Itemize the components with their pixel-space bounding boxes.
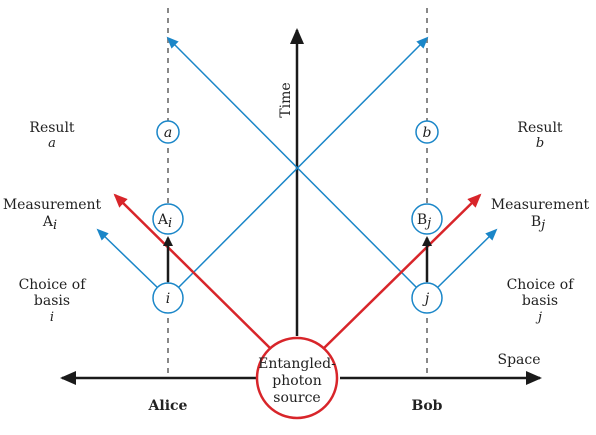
left-choice-label-line2: basis — [34, 293, 70, 309]
right-measurement-var: Bj — [531, 214, 545, 233]
source-label-line1: Entangled- — [258, 356, 336, 372]
right-choice-var: j — [535, 310, 542, 325]
photon-path-right — [321, 193, 482, 351]
bob-result-node — [415, 120, 439, 144]
bob-label: Bob — [412, 398, 443, 414]
left-measurement-label: Measurement — [3, 197, 102, 213]
right-result-var: b — [536, 136, 544, 151]
right-choice-label-line1: Choice of — [507, 277, 576, 293]
source-label-line3: source — [273, 390, 320, 406]
bob-measure-node — [411, 203, 443, 235]
alice-choice-node-label: i — [166, 291, 170, 307]
left-choice-var: i — [50, 310, 54, 325]
alice-measure-node-label: Ai — [157, 212, 172, 231]
alice-label: Alice — [148, 398, 188, 414]
left-measurement-var: Ai — [42, 214, 57, 233]
alice-measure-node — [152, 203, 184, 235]
entangled-photon-source — [255, 336, 339, 420]
bob-measure-node-label: Bj — [417, 212, 431, 231]
bob-choice-node — [411, 282, 443, 314]
alice-result-node-label: a — [164, 125, 172, 141]
alice-choice-node — [152, 282, 184, 314]
left-result-var: a — [48, 136, 56, 151]
bob-choice-node-label: j — [422, 291, 430, 307]
photon-path-left — [113, 193, 273, 351]
right-result-label: Result — [517, 120, 563, 136]
bob-result-node-label: b — [423, 125, 432, 141]
space-axis-label: Space — [497, 352, 540, 368]
time-axis-label: Time — [278, 82, 294, 117]
bob-choice-local — [434, 228, 498, 291]
alice-result-node — [156, 120, 180, 144]
source-label-line2: photon — [272, 373, 321, 389]
right-choice-label-line2: basis — [522, 293, 558, 309]
left-choice-label-line1: Choice of — [19, 277, 88, 293]
left-result-label: Result — [29, 120, 75, 136]
right-measurement-label: Measurement — [491, 197, 590, 213]
bob-choice-signal — [166, 36, 428, 299]
alice-choice-local — [96, 228, 161, 291]
